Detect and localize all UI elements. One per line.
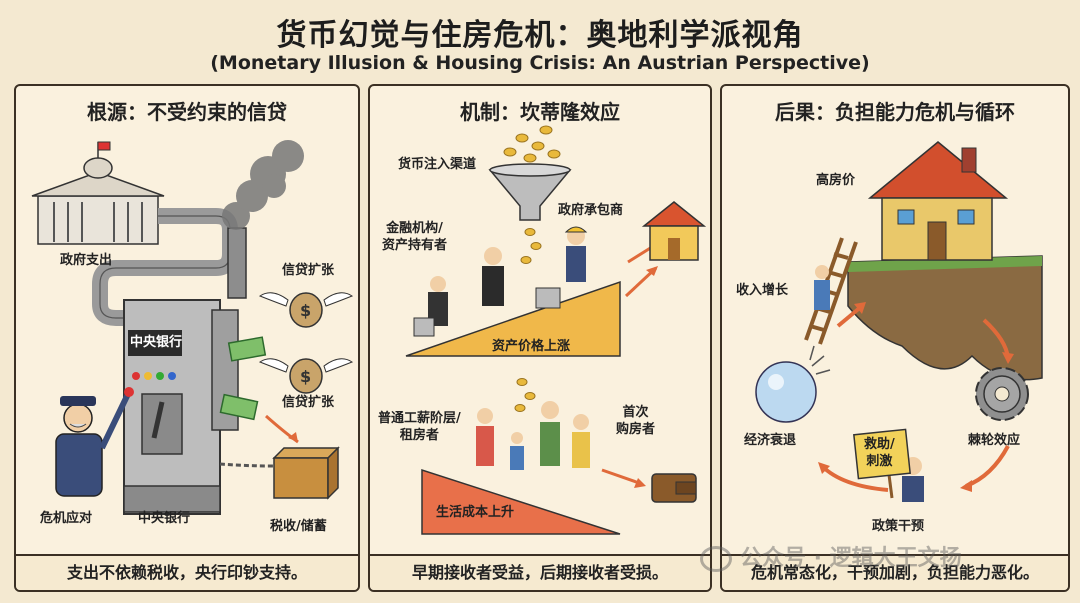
family-figure-icon bbox=[476, 401, 590, 470]
svg-text:$: $ bbox=[300, 367, 311, 386]
investor-figure-icon bbox=[413, 276, 448, 337]
money-bill-icon bbox=[219, 336, 267, 421]
label-gov-spending: 政府支出 bbox=[60, 253, 113, 268]
label-high-prices: 高房价 bbox=[816, 173, 856, 188]
panel-heading: 机制：坎蒂隆效应 bbox=[460, 100, 620, 124]
label-central-bank-sign: 中央银行 bbox=[130, 335, 183, 350]
label-bailout-sign: 救助/ 刺激 bbox=[864, 437, 895, 469]
label-asset-prices-rise: 资产价格上涨 bbox=[492, 339, 571, 354]
label-credit-expansion-1: 信贷扩张 bbox=[282, 263, 335, 278]
panel-mechanism: 机制：坎蒂隆效应 bbox=[368, 84, 712, 592]
panel-heading: 后果：负担能力危机与循环 bbox=[775, 100, 1015, 124]
government-building-icon bbox=[31, 141, 165, 245]
label-first-buyers: 首次 购房者 bbox=[616, 405, 656, 437]
tax-savings-box-icon bbox=[272, 446, 340, 500]
page-subtitle: (Monetary Illusion & Housing Crisis: An … bbox=[210, 52, 870, 74]
label-recession: 经济衰退 bbox=[744, 433, 797, 448]
policymaker-figure-icon bbox=[853, 428, 924, 502]
central-banker-figure-icon bbox=[55, 387, 134, 497]
house-icon bbox=[867, 141, 1009, 261]
investor-figure-icon bbox=[482, 247, 504, 306]
root-cause-illustration: $ $ bbox=[31, 140, 354, 515]
bubble-icon bbox=[755, 345, 831, 423]
label-workers-renters: 普通工薪阶层/ 租房者 bbox=[378, 411, 461, 443]
panel-heading: 根源：不受约束的信贷 bbox=[87, 100, 287, 124]
cliff-icon bbox=[847, 255, 1043, 381]
living-cost-ramp bbox=[421, 468, 621, 535]
cantillon-illustration bbox=[405, 125, 707, 535]
chat-logo-icon bbox=[700, 546, 732, 572]
contractor-figure-icon bbox=[564, 226, 588, 282]
wallet-icon bbox=[651, 473, 697, 503]
flying-money-bag-icon: $ bbox=[258, 358, 354, 394]
label-income-growth: 收入增长 bbox=[736, 283, 789, 298]
watermark-text: 公众号 · 逻辑大王文扬 bbox=[740, 546, 962, 571]
climber-figure-icon bbox=[814, 265, 830, 310]
panel-consequence: 后果：负担能力危机与循环 bbox=[720, 84, 1070, 592]
watermark: 公众号 · 逻辑大王文扬 bbox=[700, 540, 962, 572]
label-policy-intervention: 政策干预 bbox=[872, 519, 925, 534]
svg-text:$: $ bbox=[300, 301, 311, 320]
label-central-bank: 中央银行 bbox=[138, 511, 191, 526]
label-ratchet-effect: 棘轮效应 bbox=[968, 433, 1021, 448]
panel-footer: 支出不依赖税收，央行印钞支持。 bbox=[16, 554, 358, 590]
consequence-illustration bbox=[755, 141, 1043, 502]
panel-footer: 危机常态化，干预加剧，负担能力恶化。 bbox=[722, 554, 1068, 590]
label-living-cost-rise: 生活成本上升 bbox=[436, 505, 515, 520]
gear-icon bbox=[975, 367, 1029, 421]
panel-root-cause: 根源：不受约束的信贷 bbox=[14, 84, 360, 592]
house-icon bbox=[641, 201, 707, 261]
printing-machine-icon bbox=[123, 299, 239, 515]
funnel-icon bbox=[488, 163, 572, 221]
label-financial-institutions: 金融机构/ 资产持有者 bbox=[382, 221, 448, 253]
coins-icon bbox=[503, 125, 561, 163]
label-tax-savings: 税收/储蓄 bbox=[270, 519, 327, 534]
flying-money-bag-icon: $ bbox=[258, 292, 354, 328]
label-crisis-response: 危机应对 bbox=[40, 511, 93, 526]
label-gov-contractors: 政府承包商 bbox=[558, 203, 624, 218]
label-credit-expansion-2: 信贷扩张 bbox=[282, 395, 335, 410]
panel-footer: 早期接收者受益，后期接收者受损。 bbox=[370, 554, 710, 590]
page-title: 货币幻觉与住房危机：奥地利学派视角 bbox=[276, 18, 804, 53]
coin-bucket-icon bbox=[535, 287, 561, 309]
asset-price-ramp bbox=[405, 280, 621, 357]
label-injection-channel: 货币注入渠道 bbox=[398, 157, 477, 172]
